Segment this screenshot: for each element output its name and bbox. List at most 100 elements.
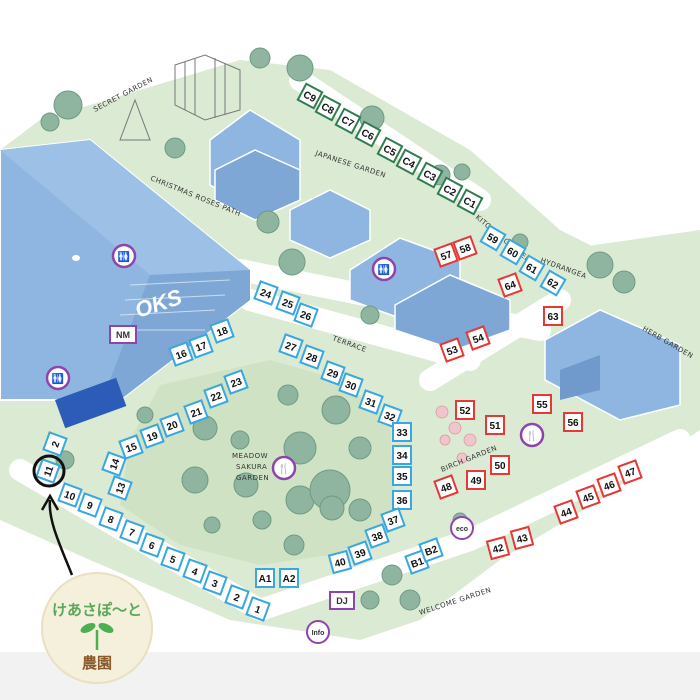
booth-31[interactable]: 31	[358, 389, 384, 415]
svg-text:64: 64	[503, 279, 518, 293]
booth-19[interactable]: 19	[139, 423, 165, 449]
booth-58[interactable]: 58	[452, 235, 478, 261]
booth-57[interactable]: 57	[433, 242, 459, 268]
booth-56[interactable]: 56	[563, 412, 583, 432]
booth-32[interactable]: 32	[377, 403, 403, 429]
booth-c4[interactable]: C4	[395, 148, 423, 176]
booth-37[interactable]: 37	[380, 507, 406, 533]
booth-10[interactable]: 10	[57, 482, 83, 508]
booth-2[interactable]: 2	[42, 431, 68, 457]
booth-61[interactable]: 61	[518, 254, 546, 282]
booth-46[interactable]: 46	[596, 472, 622, 498]
svg-text:4: 4	[190, 566, 199, 578]
booth-14[interactable]: 14	[101, 451, 127, 477]
booth-52[interactable]: 52	[455, 400, 475, 420]
booth-4[interactable]: 4	[182, 558, 208, 584]
booth-38[interactable]: 38	[364, 523, 390, 549]
booth-16[interactable]: 16	[168, 341, 194, 367]
restroom-icon[interactable]: 🚻	[45, 365, 71, 391]
booth-28[interactable]: 28	[299, 344, 325, 370]
svg-text:27: 27	[283, 340, 298, 354]
booth-3[interactable]: 3	[202, 570, 228, 596]
booth-b2[interactable]: B2	[418, 537, 444, 563]
booth-44[interactable]: 44	[553, 499, 579, 525]
booth-7[interactable]: 7	[119, 519, 145, 545]
logo-line2: 農園	[82, 654, 112, 672]
booth-45[interactable]: 45	[575, 484, 601, 510]
dj-marker[interactable]: DJ	[329, 591, 355, 610]
booth-13[interactable]: 13	[107, 475, 133, 501]
svg-text:C8: C8	[319, 101, 336, 117]
booth-a1[interactable]: A1	[255, 568, 275, 588]
booth-33[interactable]: 33	[392, 422, 412, 442]
svg-text:13: 13	[114, 481, 128, 496]
booth-20[interactable]: 20	[159, 412, 185, 438]
booth-17[interactable]: 17	[188, 333, 214, 359]
booth-43[interactable]: 43	[509, 525, 535, 551]
eco-marker[interactable]: eco	[450, 516, 474, 540]
booth-51[interactable]: 51	[485, 415, 505, 435]
booth-23[interactable]: 23	[223, 369, 249, 395]
svg-text:NM: NM	[116, 330, 130, 340]
poi-markers: 🚻 🚻 🚻 🍴 🍴 NM DJ Info eco	[45, 243, 545, 644]
svg-text:11: 11	[42, 464, 56, 478]
booth-60[interactable]: 60	[499, 238, 527, 266]
booth-53[interactable]: 53	[439, 337, 465, 363]
booth-1[interactable]: 1	[245, 596, 271, 622]
booth-29[interactable]: 29	[320, 360, 346, 386]
booth-48[interactable]: 48	[433, 474, 459, 500]
booth-35[interactable]: 35	[392, 466, 412, 486]
booth-50[interactable]: 50	[490, 455, 510, 475]
booth-36[interactable]: 36	[392, 490, 412, 510]
info-marker[interactable]: Info	[306, 620, 330, 644]
booth-11[interactable]: 11	[35, 458, 61, 484]
svg-text:58: 58	[458, 242, 473, 256]
svg-text:29: 29	[325, 367, 340, 381]
booth-25[interactable]: 25	[275, 290, 301, 316]
svg-text:50: 50	[494, 461, 506, 472]
booth-c9[interactable]: C9	[296, 82, 324, 110]
booth-c8[interactable]: C8	[314, 94, 342, 122]
booth-c3[interactable]: C3	[416, 161, 444, 189]
restroom-icon[interactable]: 🚻	[371, 256, 397, 282]
booth-27[interactable]: 27	[278, 333, 304, 359]
booth-24[interactable]: 24	[253, 280, 279, 306]
booth-5[interactable]: 5	[160, 546, 186, 572]
booth-21[interactable]: 21	[183, 399, 209, 425]
booth-59[interactable]: 59	[479, 224, 507, 252]
booth-c2[interactable]: C2	[436, 176, 464, 204]
booth-54[interactable]: 54	[465, 325, 491, 351]
booth-42[interactable]: 42	[485, 535, 511, 561]
booth-39[interactable]: 39	[347, 540, 373, 566]
booth-62[interactable]: 62	[539, 269, 567, 297]
booth-47[interactable]: 47	[617, 459, 643, 485]
booth-6[interactable]: 6	[139, 532, 165, 558]
booth-40[interactable]: 40	[327, 549, 353, 575]
booth-64[interactable]: 64	[497, 272, 523, 298]
food-icon[interactable]: 🍴	[271, 455, 297, 481]
booth-18[interactable]: 18	[209, 318, 235, 344]
booth-c5[interactable]: C5	[376, 136, 404, 164]
booth-63[interactable]: 63	[543, 306, 563, 326]
booth-22[interactable]: 22	[203, 383, 229, 409]
booth-c6[interactable]: C6	[354, 120, 382, 148]
svg-text:19: 19	[145, 430, 160, 444]
svg-text:25: 25	[280, 297, 295, 311]
booth-a2[interactable]: A2	[279, 568, 299, 588]
booth-34[interactable]: 34	[392, 445, 412, 465]
booth-26[interactable]: 26	[293, 302, 319, 328]
booth-2[interactable]: 2	[224, 584, 250, 610]
svg-text:33: 33	[396, 428, 408, 439]
nm-marker[interactable]: NM	[109, 325, 137, 344]
booth-55[interactable]: 55	[532, 394, 552, 414]
booth-9[interactable]: 9	[77, 492, 103, 518]
svg-text:C4: C4	[400, 155, 417, 171]
food-icon[interactable]: 🍴	[519, 422, 545, 448]
booth-c7[interactable]: C7	[334, 107, 362, 135]
restroom-icon[interactable]: 🚻	[111, 243, 137, 269]
booth-c1[interactable]: C1	[456, 188, 484, 216]
booth-49[interactable]: 49	[466, 470, 486, 490]
booth-15[interactable]: 15	[118, 434, 144, 460]
booth-30[interactable]: 30	[338, 372, 364, 398]
booth-8[interactable]: 8	[98, 506, 124, 532]
